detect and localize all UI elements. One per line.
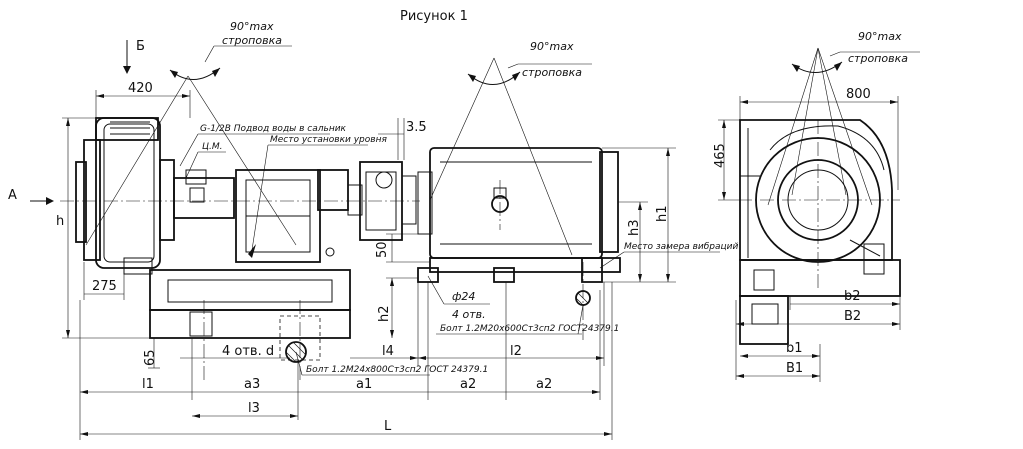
callout-vibration-text: Место замера вибраций bbox=[624, 242, 738, 252]
dim-l2-text: l2 bbox=[510, 344, 522, 359]
dim-l2: l2 bbox=[418, 282, 605, 366]
dim-275-text: 275 bbox=[92, 279, 117, 294]
dim-275: 275 bbox=[83, 262, 125, 300]
dim-b1-text: b1 bbox=[786, 341, 803, 356]
dim-h3-text: h3 bbox=[627, 219, 642, 236]
sling-note-motor: 90°max строповка bbox=[429, 40, 592, 256]
dim-h3: h3 bbox=[618, 201, 648, 282]
sling-note-side: 90°max строповка bbox=[767, 30, 920, 206]
dim-a3-text: a3 bbox=[244, 377, 260, 392]
dim-65-text: 65 bbox=[143, 349, 158, 366]
dim-l1-text: l1 bbox=[142, 377, 154, 392]
sling-note-pump: 90°max строповка bbox=[85, 20, 297, 246]
dim-50-text: 50 bbox=[375, 241, 390, 258]
dim-b2-text: b2 bbox=[844, 289, 861, 304]
dim-B1: B1 bbox=[736, 361, 821, 382]
sling-text-1: строповка bbox=[222, 34, 282, 47]
dim-b2: b2 bbox=[789, 289, 901, 330]
dim-h2-text: h2 bbox=[377, 305, 392, 322]
dim-3-5: 3.5 bbox=[378, 118, 427, 160]
dim-l3-text: l3 bbox=[248, 401, 260, 416]
dim-465: 465 bbox=[713, 119, 740, 201]
callout-level: Место установки уровня bbox=[248, 135, 387, 258]
dim-a2-right-text: a2 bbox=[536, 377, 552, 392]
pump-bearing-housing bbox=[159, 159, 363, 263]
dim-800: 800 bbox=[739, 87, 899, 190]
view-label-b: Б bbox=[136, 39, 145, 54]
dim-50: 50 bbox=[375, 233, 430, 263]
coupling bbox=[359, 161, 417, 241]
dim-a2-left-text: a2 bbox=[460, 377, 476, 392]
dim-holes-d: 4 отв. d bbox=[180, 344, 290, 359]
sling-angle-2: 90°max bbox=[530, 40, 574, 53]
sling-text-3: строповка bbox=[848, 52, 908, 65]
view-label-a: А bbox=[8, 188, 17, 203]
dim-h: h bbox=[56, 117, 150, 339]
dim-420-text: 420 bbox=[128, 81, 153, 96]
callout-bolt-small-text: Болт 1.2М20х600Ст3сп2 ГОСТ24379.1 bbox=[440, 324, 619, 334]
callout-bolt-small: Болт 1.2М20х600Ст3сп2 ГОСТ24379.1 bbox=[436, 304, 619, 335]
figure-title: Рисунок 1 bbox=[400, 9, 468, 24]
view-arrow-b: Б bbox=[123, 39, 145, 74]
dim-800-text: 800 bbox=[846, 87, 871, 102]
callout-holes-24-dia: ф24 bbox=[452, 290, 475, 303]
side-view bbox=[738, 119, 901, 345]
sling-angle-3: 90°max bbox=[858, 30, 902, 43]
callout-cm: Ц.М. bbox=[185, 142, 226, 179]
dim-row-a: l1 a3 a1 a2 a2 bbox=[79, 282, 601, 440]
callout-holes-24-count: 4 отв. bbox=[452, 308, 486, 321]
motor-body bbox=[417, 147, 621, 283]
callout-level-text: Место установки уровня bbox=[270, 135, 387, 145]
dim-B2: B2 bbox=[735, 300, 900, 380]
callout-water-text: G-1/2В Подвод воды в сальник bbox=[200, 124, 347, 134]
dim-l3: l3 bbox=[192, 401, 298, 418]
sling-text-2: строповка bbox=[522, 66, 582, 79]
dim-3-5-text: 3.5 bbox=[406, 120, 427, 135]
dim-B2-text: B2 bbox=[844, 309, 861, 324]
dim-b1: b1 bbox=[740, 341, 821, 362]
dim-h-text: h bbox=[56, 214, 64, 229]
dim-420: 420 bbox=[95, 81, 191, 118]
dim-l4-text: l4 bbox=[382, 344, 394, 359]
callout-holes-24: ф24 4 отв. bbox=[427, 275, 490, 321]
sling-angle-1: 90°max bbox=[230, 20, 274, 33]
dim-h1: h1 bbox=[600, 147, 676, 283]
bolt-section-big bbox=[285, 341, 307, 363]
view-arrow-a: А bbox=[8, 188, 54, 205]
dim-L: L bbox=[80, 282, 613, 440]
pump-base-frame bbox=[149, 269, 351, 380]
callout-bolt-big-text: Болт 1.2М24х800Ст3сп2 ГОСТ 24379.1 bbox=[306, 365, 488, 375]
dim-l4: l4 bbox=[350, 282, 419, 366]
callout-cm-text: Ц.М. bbox=[202, 142, 222, 152]
dim-a1-text: a1 bbox=[356, 377, 372, 392]
dim-h1-text: h1 bbox=[655, 205, 670, 222]
dim-h2: h2 bbox=[377, 277, 418, 338]
callout-water: G-1/2В Подвод воды в сальник bbox=[179, 124, 347, 167]
dim-465-text: 465 bbox=[713, 143, 728, 168]
dim-L-text: L bbox=[384, 419, 392, 434]
dim-B1-text: B1 bbox=[786, 361, 803, 376]
dim-65: 65 bbox=[143, 338, 160, 369]
callout-bolt-big: Болт 1.2М24х800Ст3сп2 ГОСТ 24379.1 bbox=[295, 351, 488, 376]
callout-holes-d-text: 4 отв. d bbox=[222, 344, 274, 359]
